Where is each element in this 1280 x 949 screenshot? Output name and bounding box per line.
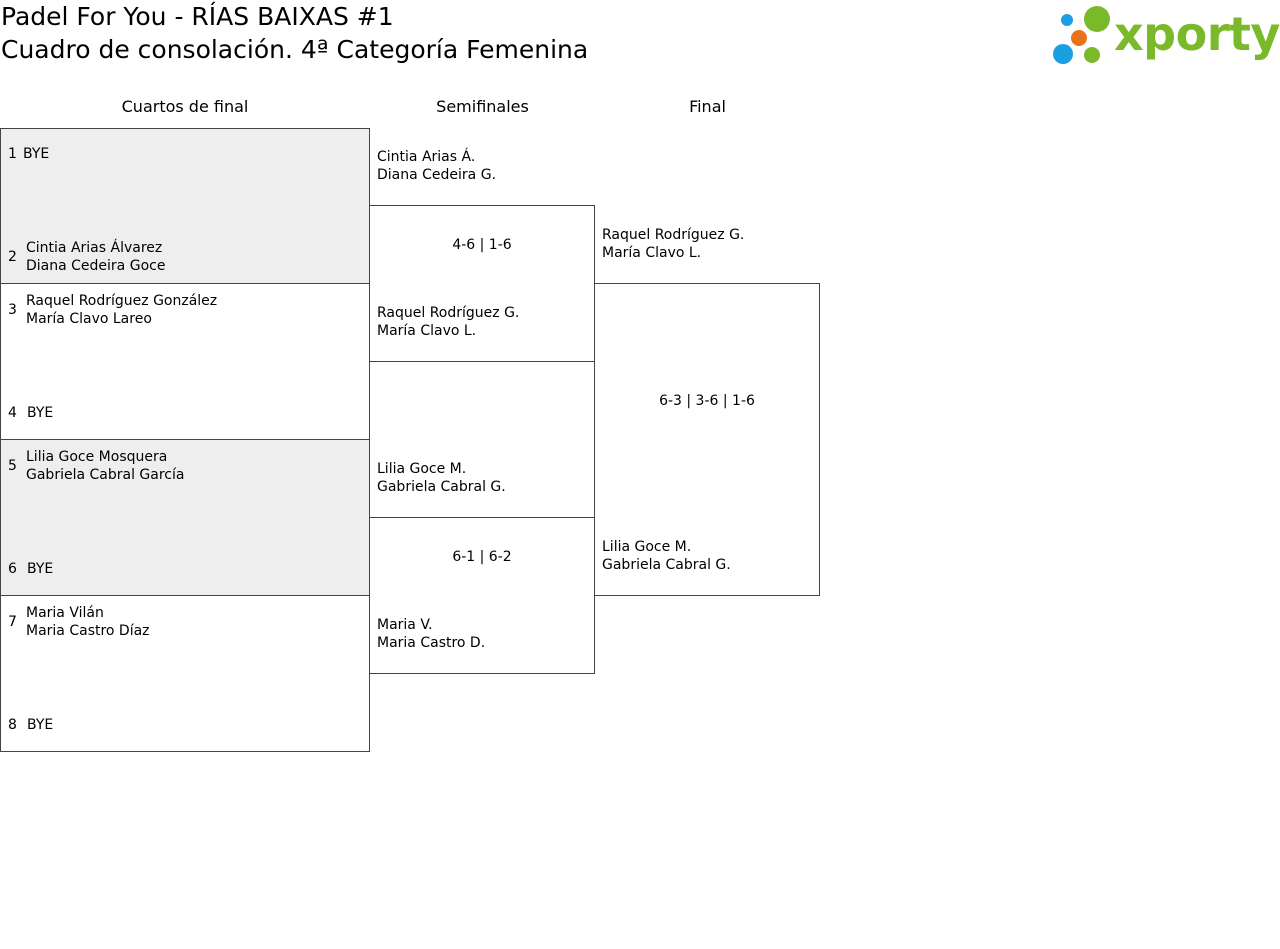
team-bye: BYE — [27, 717, 54, 733]
round-heading-final: Final — [689, 97, 726, 116]
seed-number: 2 — [8, 249, 17, 265]
team-bye: BYE — [27, 405, 54, 421]
player-name: Cintia Arias Á. — [377, 149, 476, 165]
semifinal-team-winner: Lilia Goce M. Gabriela Cabral G. — [377, 460, 506, 496]
player-name: Maria V. — [377, 617, 433, 633]
player-name: María Clavo Lareo — [26, 311, 152, 327]
seed-number: 3 — [8, 302, 17, 318]
draw-subtitle: Cuadro de consolación. 4ª Categoría Feme… — [1, 35, 589, 64]
player-name: Gabriela Cabral G. — [377, 479, 506, 495]
team-bye: BYE — [23, 146, 50, 162]
player-name: Lilia Goce Mosquera — [26, 449, 168, 465]
quarterfinal-match-1 — [0, 128, 370, 284]
seed-number: 4 — [8, 405, 17, 421]
xporty-logo[interactable]: xporty — [1050, 4, 1280, 66]
team-bye: BYE — [27, 561, 54, 577]
quarterfinal-match-3 — [0, 439, 370, 596]
match-score: 6-3 | 3-6 | 1-6 — [659, 393, 755, 409]
player-name: Raquel Rodríguez G. — [602, 227, 745, 243]
match-score: 4-6 | 1-6 — [452, 237, 512, 253]
player-name: María Clavo L. — [602, 245, 702, 261]
round-heading-semifinals: Semifinales — [436, 97, 529, 116]
player-name: Raquel Rodríguez G. — [377, 305, 520, 321]
player-name: Diana Cedeira G. — [377, 167, 497, 183]
player-name: Maria Vilán — [26, 605, 104, 621]
player-name: Diana Cedeira Goce — [26, 258, 166, 274]
seed-number: 6 — [8, 561, 17, 577]
player-name: Maria Castro D. — [377, 635, 486, 651]
player-name: Lilia Goce M. — [602, 539, 692, 555]
seed-number: 7 — [8, 614, 17, 630]
semifinal-team-winner: Raquel Rodríguez G. María Clavo L. — [377, 304, 519, 340]
player-name: Gabriela Cabral G. — [602, 557, 731, 573]
logo-dots-icon — [1053, 6, 1110, 64]
final-match — [594, 283, 820, 596]
round-heading-quarterfinals: Cuartos de final — [121, 97, 249, 116]
seed-number: 1 — [8, 146, 17, 162]
seed-number: 8 — [8, 717, 17, 733]
player-name: Cintia Arias Álvarez — [26, 240, 163, 256]
seed-number: 5 — [8, 458, 17, 474]
semifinal-team: Cintia Arias Á. Diana Cedeira G. — [377, 148, 496, 184]
player-name: Raquel Rodríguez González — [26, 293, 218, 309]
semifinal-team: Maria V. Maria Castro D. — [377, 616, 485, 652]
final-team: Raquel Rodríguez G. María Clavo L. — [602, 226, 744, 262]
player-name: Maria Castro Díaz — [26, 623, 150, 639]
player-name: María Clavo L. — [377, 323, 477, 339]
player-name: Lilia Goce M. — [377, 461, 467, 477]
logo-wordmark: xporty — [1114, 7, 1280, 61]
final-team-winner: Lilia Goce M. Gabriela Cabral G. — [602, 538, 731, 574]
match-score: 6-1 | 6-2 — [452, 549, 512, 565]
tournament-title: Padel For You - RÍAS BAIXAS #1 — [1, 2, 394, 31]
player-name: Gabriela Cabral García — [26, 467, 185, 483]
